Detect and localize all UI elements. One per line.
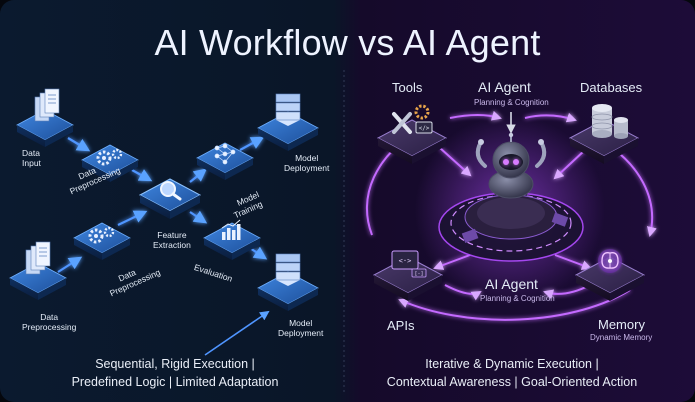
svg-text:</>: </> bbox=[419, 125, 430, 132]
label-agent-bottom-subtitle: Planning & Cognition bbox=[480, 294, 555, 303]
data-input-tile bbox=[17, 89, 73, 147]
server-stack-icon bbox=[276, 94, 300, 126]
label-memory-subtitle: Dynamic Memory bbox=[590, 333, 652, 342]
label-agent-top-subtitle: Planning & Cognition bbox=[474, 98, 549, 107]
label-agent-bottom: AI Agent bbox=[485, 276, 538, 292]
svg-text:<·>: <·> bbox=[399, 257, 412, 265]
model-deployment-bottom-tile bbox=[258, 254, 318, 311]
workflow-caption: Sequential, Rigid Execution | Predefined… bbox=[40, 355, 310, 391]
evaluation-tile bbox=[204, 220, 260, 260]
model-deployment-top-tile bbox=[258, 94, 318, 151]
deploy-inbound-arrow bbox=[205, 312, 268, 355]
brain-icon bbox=[598, 249, 622, 273]
label-tools: Tools bbox=[392, 80, 422, 95]
agent-caption: Iterative & Dynamic Execution | Contextu… bbox=[372, 355, 652, 391]
label-databases: Databases bbox=[580, 80, 642, 95]
server-stack-icon bbox=[276, 254, 300, 286]
svg-text:[-]: [-] bbox=[414, 271, 423, 277]
preprocessing-bottom-tile bbox=[74, 223, 130, 260]
label-memory: Memory bbox=[598, 317, 645, 332]
page-title: AI Workflow vs AI Agent bbox=[0, 22, 695, 64]
label-agent-top: AI Agent bbox=[478, 79, 531, 95]
database-icon bbox=[592, 104, 628, 139]
label-apis: APIs bbox=[387, 318, 414, 333]
agent-core bbox=[439, 193, 583, 261]
